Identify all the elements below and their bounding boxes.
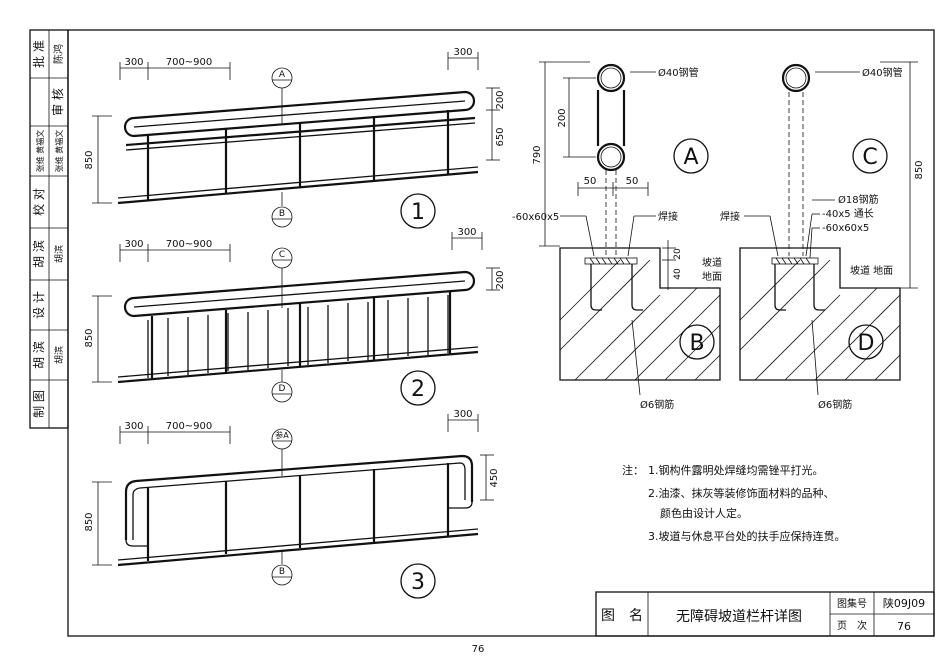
side-label-huhu1: 胡 滨 <box>31 240 46 268</box>
r3-dim-850: 850 <box>84 512 95 531</box>
r2-dim-right-300: 300 <box>457 227 476 238</box>
r3-tag-top: 参A <box>275 430 289 440</box>
detail-d-flat-label: -40x5 通长 <box>822 208 874 220</box>
r2-number: 2 <box>411 377 425 402</box>
side-sig-huhu1: 胡滨 <box>53 245 65 263</box>
r1-dim-300: 300 <box>124 57 143 68</box>
page-value: 76 <box>897 620 911 633</box>
side-label-huhu2: 胡 滨 <box>31 341 46 369</box>
side-sig-approve: 陈鸿 <box>52 44 65 64</box>
detail-c-pipe-label: Ø40钢管 <box>862 66 903 79</box>
side-label-check: 校 对 <box>31 188 46 216</box>
r2-tag-top: C <box>279 250 285 260</box>
detail-d-letter: D <box>858 331 875 356</box>
detail-a-letter: A <box>683 145 698 170</box>
detail-b-weld-label: 焊接 <box>658 210 678 223</box>
r1-dim-650: 650 <box>495 127 506 146</box>
railing-elevation-2: 300 700~900 300 850 200 <box>84 227 506 406</box>
detail-b-ground-1: 坡道 <box>702 256 722 269</box>
side-label-approve: 批 准 <box>31 40 46 68</box>
detail-c-rebar-label: Ø18钢筋 <box>838 193 879 206</box>
detail-c-dim-850: 850 <box>914 160 925 179</box>
r3-dim-right-300: 300 <box>453 409 472 420</box>
side-label-draw: 制 图 <box>32 390 46 418</box>
r1-dim-850: 850 <box>84 150 95 169</box>
detail-c-d: Ø40钢管 Ø18钢筋 C 850 焊接 <box>720 61 925 411</box>
railing-elevation-1: 300 700~900 300 850 200 650 A <box>84 47 506 229</box>
r2-dim-300: 300 <box>124 239 143 250</box>
detail-b-letter: B <box>689 331 704 356</box>
detail-b-dim-50b: 50 <box>626 176 639 187</box>
detail-d-ground-label: 坡道 地面 <box>850 264 893 277</box>
r2-dim-850: 850 <box>84 328 95 347</box>
side-label-names: 张维 黄福文 <box>35 130 45 173</box>
r1-number: 1 <box>411 200 425 225</box>
title-block: 图 名 无障碍坡道栏杆详图 图集号 陕09J09 页 次 76 <box>595 591 935 637</box>
detail-d-weld-label: 焊接 <box>720 210 740 223</box>
r3-dim-450: 450 <box>489 468 500 487</box>
r2-dim-700-900: 700~900 <box>166 239 213 250</box>
drawing-title: 无障碍坡道栏杆详图 <box>676 609 802 625</box>
railing-elevation-3: 300 700~900 300 850 450 参A <box>84 409 500 599</box>
side-sig-huhu2: 胡滨 <box>53 346 65 364</box>
r1-tag-bottom: B <box>279 209 285 219</box>
r3-tag-bottom: B <box>279 567 285 577</box>
detail-b-dim-50a: 50 <box>584 176 597 187</box>
r3-dim-700-900: 700~900 <box>166 421 213 432</box>
side-signature-block: 批 准 陈鸿 审 核 张维 黄福文 张维 黄福文 校 对 胡 滨 胡滨 设 计 … <box>29 29 69 429</box>
note-2-cont: 颜色由设计人定。 <box>660 506 748 520</box>
r2-dim-200: 200 <box>495 270 506 289</box>
detail-d-rebar-label: Ø6钢筋 <box>818 398 852 411</box>
side-label-review: 审 核 <box>50 88 65 116</box>
detail-a-dim-200: 200 <box>557 108 568 127</box>
detail-b-dim-40: 40 <box>673 268 683 280</box>
r1-tag-top: A <box>279 70 286 80</box>
detail-a-pipe-label: Ø40钢管 <box>658 66 699 79</box>
r1-dim-200: 200 <box>495 90 506 109</box>
r3-dim-300: 300 <box>124 421 143 432</box>
sheet-frame <box>67 29 935 637</box>
side-sig-names: 张维 黄福文 <box>54 130 64 173</box>
detail-b-dim-20: 20 <box>673 248 683 260</box>
note-3: 3.坡道与休息平台处的扶手应保持连贯。 <box>648 529 846 543</box>
note-2: 2.油漆、抹灰等装修饰面材料的品种、 <box>648 486 835 500</box>
set-number-value: 陕09J09 <box>883 596 925 610</box>
footer-page-number: 76 <box>472 644 485 655</box>
r1-dim-700-900: 700~900 <box>166 57 213 68</box>
r2-tag-bottom: D <box>279 384 286 394</box>
detail-d-plate-label: -60x60x5 <box>822 223 869 234</box>
page-label: 页 次 <box>837 619 867 632</box>
set-number-label: 图集号 <box>837 597 867 610</box>
detail-b-rebar-label: Ø6钢筋 <box>640 398 674 411</box>
title-label: 图 名 <box>601 608 643 624</box>
r1-dim-right-300: 300 <box>453 47 472 58</box>
notes-block: 注： 1.钢构件露明处焊缝均需锉平打光。 2.油漆、抹灰等装修饰面材料的品种、 … <box>622 463 846 543</box>
detail-a-b: 790 200 Ø40钢管 A 50 50 <box>512 61 722 411</box>
r3-number: 3 <box>411 570 425 595</box>
detail-b-ground-2: 地面 <box>702 270 722 283</box>
detail-b-plate-label: -60x60x5 <box>512 212 559 223</box>
detail-c-letter: C <box>862 145 877 170</box>
note-1: 1.钢构件露明处焊缝均需锉平打光。 <box>648 463 824 477</box>
side-label-design: 设 计 <box>32 291 46 319</box>
detail-a-dim-790: 790 <box>532 145 543 164</box>
notes-prefix: 注： <box>622 463 644 477</box>
